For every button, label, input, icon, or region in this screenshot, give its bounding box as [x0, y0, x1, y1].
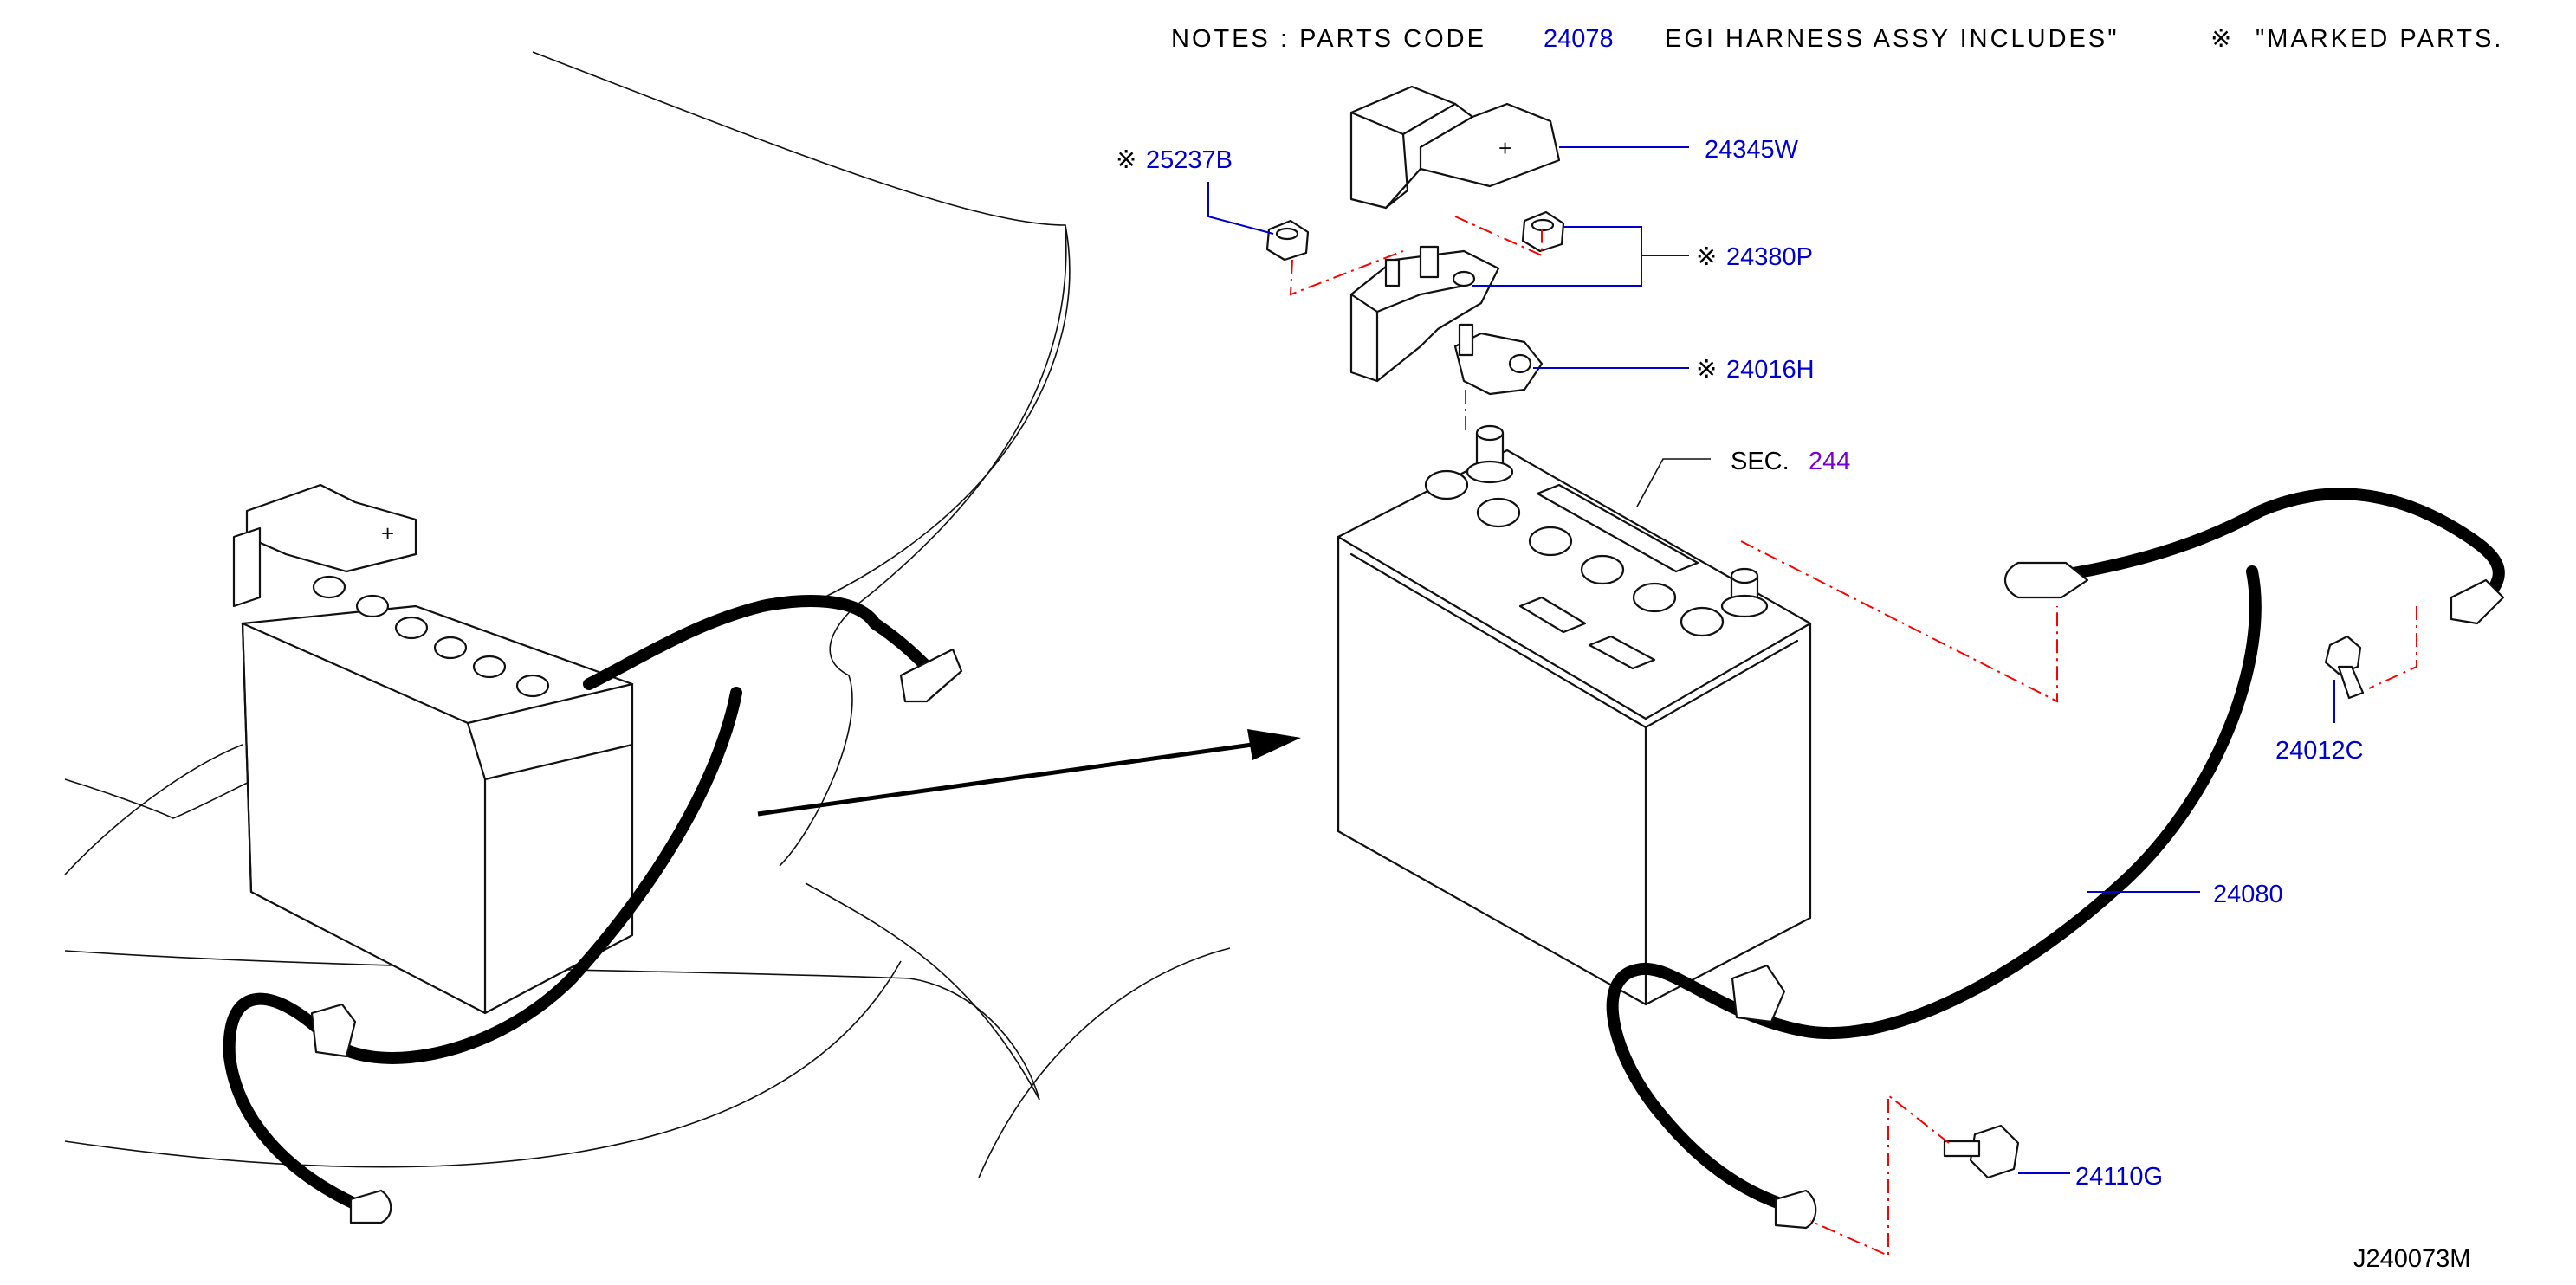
mark-24380P: ※ [1696, 243, 1717, 271]
guide-24380P [1454, 216, 1543, 257]
vehicle-overview-illustration: + [64, 51, 1231, 1224]
part-code-25237B: 25237B [1146, 146, 1233, 174]
wheel-arch-line [978, 947, 1231, 1178]
floor-line [64, 960, 902, 1168]
leader-24380P [1472, 226, 1689, 287]
section-label: SEC. [1731, 448, 1790, 475]
terminal-block [1349, 245, 1500, 383]
interior-line [805, 882, 1040, 1101]
cable-eyelet-lower [1774, 1189, 1817, 1230]
guide-24012C [2368, 606, 2417, 689]
part-code-24345W: 24345W [1705, 136, 1799, 164]
battery-installed: + [232, 483, 634, 1015]
guide-25237B [1289, 250, 1404, 296]
part-code-24080: 24080 [2213, 881, 2283, 908]
callout-labels: ※ 25237B 24345W ※ 24380P ※ 24016H SEC. 2… [1116, 136, 2364, 1191]
mark-25237B: ※ [1116, 146, 1136, 174]
note-prefix: NOTES : PARTS CODE [1171, 25, 1486, 53]
detail-arrow [757, 729, 1301, 817]
guide-cable-to-battery [1740, 540, 2058, 703]
terminal-clamp [1453, 323, 1544, 396]
ground-cable-eyelet-left [349, 1189, 392, 1224]
leader-sec [1636, 458, 1711, 507]
nut-25237B [1265, 219, 1310, 262]
part-code-24012C: 24012C [2275, 737, 2364, 765]
side-body-line-2 [64, 744, 243, 875]
battery-cable-installed [583, 595, 933, 690]
body-panel-outline [532, 51, 1071, 607]
exploded-detail: + [1265, 85, 2505, 1257]
fender-line [779, 226, 1067, 867]
leader-25237B [1207, 182, 1274, 235]
parts-note: NOTES : PARTS CODE 24078 EGI HARNESS ASS… [1171, 25, 2504, 53]
part-code-24016H: 24016H [1726, 356, 1815, 384]
cable-end-upper-left [899, 648, 963, 703]
cable-ring-terminal-upper [2004, 561, 2089, 599]
leader-lines [1207, 146, 2335, 1174]
terminal-cover: + [1349, 85, 1561, 210]
lower-body-line [64, 950, 1040, 1101]
svg-text:+: + [1498, 135, 1511, 161]
note-middle: EGI HARNESS ASSY INCLUDES" [1665, 25, 2120, 53]
battery-cable-24080-main [1606, 565, 2262, 1214]
cable-clip-left [310, 1003, 357, 1058]
nut-24380P [1521, 210, 1565, 253]
note-suffix: "MARKED PARTS. [2256, 25, 2504, 53]
cable-eyelet-right [2450, 578, 2505, 625]
part-code-24380P: 24380P [1726, 243, 1813, 271]
note-parts-code: 24078 [1544, 25, 1614, 53]
battery-cable-24080 [2021, 488, 2505, 604]
battery-detail [1337, 424, 1812, 1006]
bolt-24012C [2324, 635, 2365, 700]
svg-text:+: + [381, 520, 394, 546]
mark-24016H: ※ [1696, 356, 1717, 384]
section-code: 244 [1809, 448, 1850, 475]
note-mark: ※ [2210, 25, 2231, 53]
bolt-24110G [1943, 1124, 2020, 1179]
diagram-id: J240073M [2353, 1245, 2470, 1273]
cable-clip-right [1731, 964, 1786, 1023]
guide-24110G [1809, 1093, 1950, 1257]
part-code-24110G: 24110G [2075, 1163, 2163, 1191]
